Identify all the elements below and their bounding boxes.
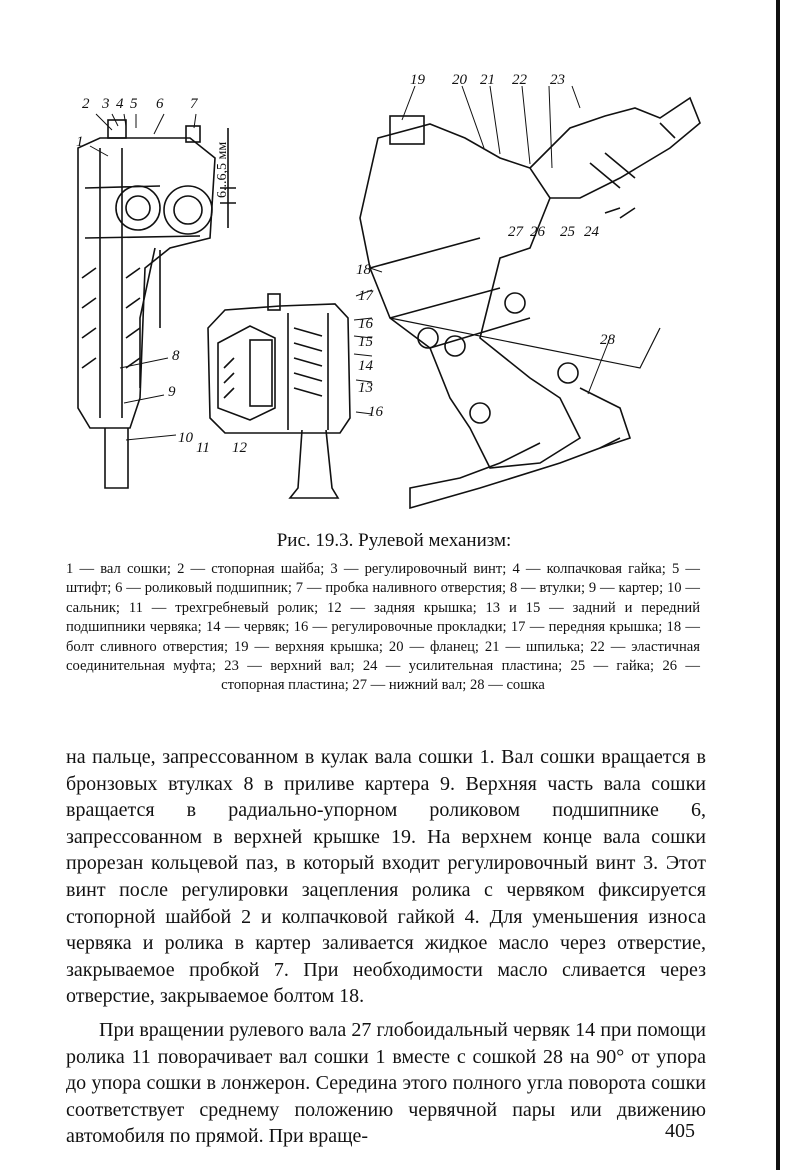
callout-22: 22 (512, 72, 528, 88)
callout-21: 21 (480, 72, 495, 88)
section-view-pitman-shaft (77, 119, 236, 489)
callout-24: 24 (584, 224, 600, 240)
page-number: 405 (665, 1120, 695, 1142)
paragraph-2: При вращении рулевого вала 27 глобоидаль… (66, 1018, 706, 1148)
callout-3: 3 (101, 96, 110, 112)
leader-lines (89, 85, 611, 441)
callout-11: 11 (196, 440, 210, 456)
callout-8: 8 (172, 348, 180, 364)
body-text: на пальце, запрессованном в кулак вала с… (66, 744, 706, 1150)
dimension-label: 6...6,5 мм (215, 142, 230, 198)
callout-16b: 16 (368, 404, 384, 420)
callout-5: 5 (130, 96, 138, 112)
callout-6: 6 (156, 96, 164, 112)
callout-26: 26 (530, 224, 546, 240)
callout-13: 13 (358, 380, 373, 396)
callout-18: 18 (356, 262, 372, 278)
callout-10: 10 (178, 430, 194, 446)
callout-16: 16 (358, 316, 374, 332)
steering-mechanism-figure: 1 2 3 4 5 6 7 8 9 10 11 12 13 14 15 16 1… (60, 68, 710, 520)
external-view-mechanism (359, 96, 701, 510)
callout-numbers: 1 2 3 4 5 6 7 8 9 10 11 12 13 14 15 16 1… (76, 72, 616, 456)
callout-4: 4 (116, 96, 124, 112)
figure-caption-legend: 1 — вал сошки; 2 — стопорная шайба; 3 — … (66, 561, 700, 694)
section-view-worm (207, 293, 351, 499)
callout-25: 25 (560, 224, 576, 240)
callout-14: 14 (358, 358, 374, 374)
figure-caption-title: Рис. 19.3. Рулевой механизм: (276, 530, 512, 551)
callout-15: 15 (358, 334, 374, 350)
callout-27: 27 (508, 224, 525, 240)
callout-23: 23 (550, 72, 565, 88)
callout-20: 20 (452, 72, 468, 88)
page-edge-line (776, 0, 780, 1170)
callout-17: 17 (358, 288, 375, 304)
callout-12: 12 (232, 440, 248, 456)
callout-7: 7 (190, 96, 199, 112)
callout-1: 1 (76, 134, 84, 150)
callout-28: 28 (600, 332, 616, 348)
paragraph-1: на пальце, запрессованном в кулак вала с… (66, 746, 706, 1008)
callout-19: 19 (410, 72, 426, 88)
callout-9: 9 (168, 384, 176, 400)
callout-2: 2 (82, 96, 90, 112)
steering-mechanism-drawing: 1 2 3 4 5 6 7 8 9 10 11 12 13 14 15 16 1… (76, 72, 701, 510)
